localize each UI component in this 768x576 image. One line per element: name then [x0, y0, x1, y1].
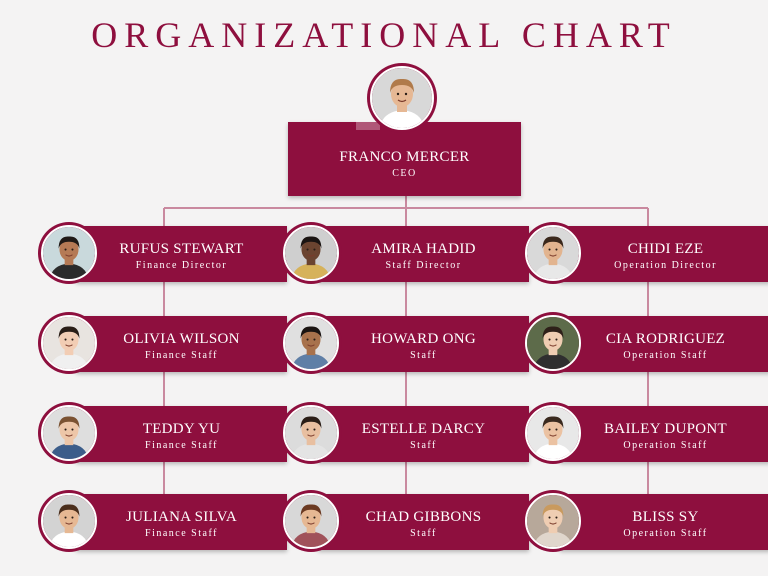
- node-name: CHIDI EZE: [627, 241, 704, 257]
- org-node[interactable]: RUFUS STEWART Finance Director: [76, 226, 287, 282]
- person-photo: [283, 405, 339, 461]
- person-photo: [525, 405, 581, 461]
- node-name: BAILEY DUPONT: [604, 421, 727, 437]
- avatar-ceo: [367, 63, 437, 133]
- avatar: [280, 222, 342, 284]
- page-title: ORGANIZATIONAL CHART: [91, 15, 677, 55]
- avatar: [280, 490, 342, 552]
- org-node[interactable]: OLIVIA WILSON Finance Staff: [76, 316, 287, 372]
- avatar: [522, 222, 584, 284]
- node-role: Finance Director: [135, 260, 228, 271]
- node-role: Finance Staff: [145, 528, 218, 539]
- org-node[interactable]: BAILEY DUPONT Operation Staff: [560, 406, 768, 462]
- org-node[interactable]: CHIDI EZE Operation Director: [560, 226, 768, 282]
- person-photo: [525, 225, 581, 281]
- node-name: BLISS SY: [632, 509, 699, 525]
- org-node-ceo[interactable]: FRANCO MERCER CEO: [288, 120, 521, 196]
- person-photo: [41, 493, 97, 549]
- avatar: [522, 312, 584, 374]
- org-node[interactable]: TEDDY YU Finance Staff: [76, 406, 287, 462]
- person-photo: [41, 405, 97, 461]
- person-photo: [283, 225, 339, 281]
- org-node[interactable]: ESTELLE DARCY Staff: [318, 406, 529, 462]
- card-tab: [356, 120, 380, 130]
- avatar: [280, 402, 342, 464]
- person-photo: [525, 315, 581, 371]
- node-name: JULIANA SILVA: [125, 509, 237, 525]
- node-name: CHAD GIBBONS: [365, 509, 482, 525]
- node-name: CIA RODRIGUEZ: [605, 331, 726, 347]
- person-photo: [283, 315, 339, 371]
- node-role: Operation Staff: [623, 440, 708, 451]
- node-role: Finance Staff: [145, 440, 218, 451]
- node-role: Operation Director: [614, 260, 717, 271]
- node-name: HOWARD ONG: [370, 331, 477, 347]
- avatar: [38, 222, 100, 284]
- avatar: [522, 490, 584, 552]
- avatar: [522, 402, 584, 464]
- person-photo: [41, 225, 97, 281]
- org-node[interactable]: CHAD GIBBONS Staff: [318, 494, 529, 550]
- node-role: Staff: [410, 528, 437, 539]
- node-role: Finance Staff: [145, 350, 218, 361]
- org-node[interactable]: BLISS SY Operation Staff: [560, 494, 768, 550]
- node-role: Operation Staff: [623, 350, 708, 361]
- person-photo: [41, 315, 97, 371]
- org-node[interactable]: HOWARD ONG Staff: [318, 316, 529, 372]
- avatar: [38, 312, 100, 374]
- node-name: FRANCO MERCER: [339, 149, 470, 165]
- node-name: RUFUS STEWART: [119, 241, 244, 257]
- node-name: TEDDY YU: [142, 421, 221, 437]
- avatar: [38, 402, 100, 464]
- avatar: [38, 490, 100, 552]
- node-name: OLIVIA WILSON: [123, 331, 240, 347]
- node-role: Staff: [410, 440, 437, 451]
- node-role: Staff: [410, 350, 437, 361]
- avatar: [280, 312, 342, 374]
- org-node[interactable]: JULIANA SILVA Finance Staff: [76, 494, 287, 550]
- person-photo: [525, 493, 581, 549]
- node-role: Staff Director: [385, 260, 462, 271]
- node-name: AMIRA HADID: [371, 241, 476, 257]
- org-node[interactable]: CIA RODRIGUEZ Operation Staff: [560, 316, 768, 372]
- org-node[interactable]: AMIRA HADID Staff Director: [318, 226, 529, 282]
- person-photo: [283, 493, 339, 549]
- node-role: Operation Staff: [623, 528, 708, 539]
- node-name: ESTELLE DARCY: [361, 421, 486, 437]
- node-role: CEO: [392, 168, 417, 179]
- person-photo: [370, 66, 434, 130]
